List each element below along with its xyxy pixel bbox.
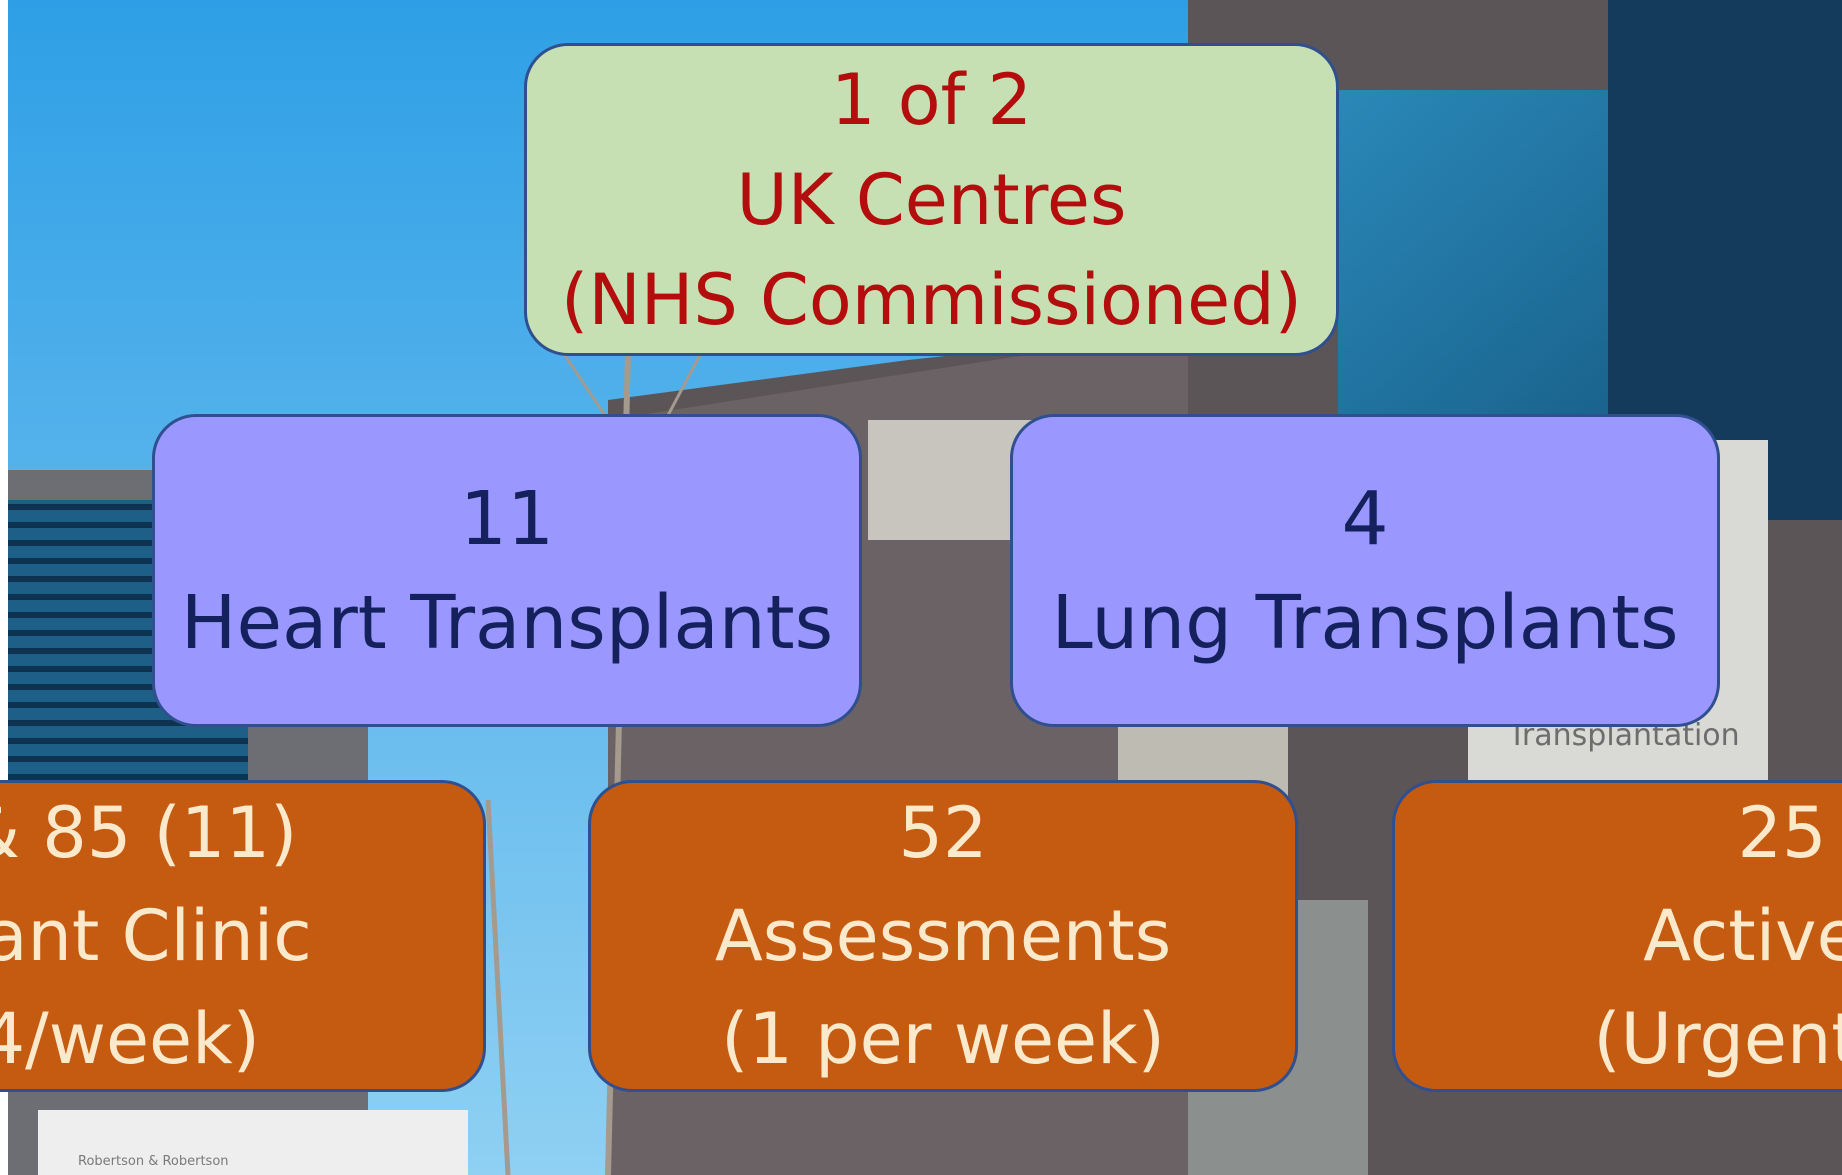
clinic-label: splant Clinic [0,894,312,977]
box-uk-centres: 1 of 2 UK Centres (NHS Commissioned) [524,43,1339,356]
heart-transplants-value: 11 [459,475,555,562]
box-heart-transplants: 11 Heart Transplants [152,414,862,727]
box-transplant-clinic: 4 & 85 (11) splant Clinic 14/week) [0,780,486,1092]
van-text: Robertson & Robertson [78,1154,229,1169]
box-assessments: 52 Assessments (1 per week) [588,780,1298,1092]
clinic-rate: 14/week) [0,997,260,1080]
box-active-list: 25 Active L (Urgent/Ro [1392,780,1842,1092]
box-lung-transplants: 4 Lung Transplants [1010,414,1720,727]
assessments-value: 52 [898,791,988,874]
tree-trunk [485,799,511,1175]
heart-transplants-label: Heart Transplants [180,579,834,666]
active-list-value: 25 [1737,791,1827,874]
active-list-note: (Urgent/Ro [1593,997,1842,1080]
box-uk-centres-note: (NHS Commissioned) [561,258,1302,341]
clinic-value: 4 & 85 (11) [0,791,298,874]
assessments-label: Assessments [714,894,1172,977]
lung-transplants-label: Lung Transplants [1051,579,1679,666]
box-uk-centres-label: UK Centres [736,158,1127,241]
assessments-rate: (1 per week) [721,997,1165,1080]
lung-transplants-value: 4 [1341,475,1389,562]
box-uk-centres-rank: 1 of 2 [830,58,1033,141]
active-list-label: Active L [1643,894,1842,977]
van [38,1110,468,1175]
